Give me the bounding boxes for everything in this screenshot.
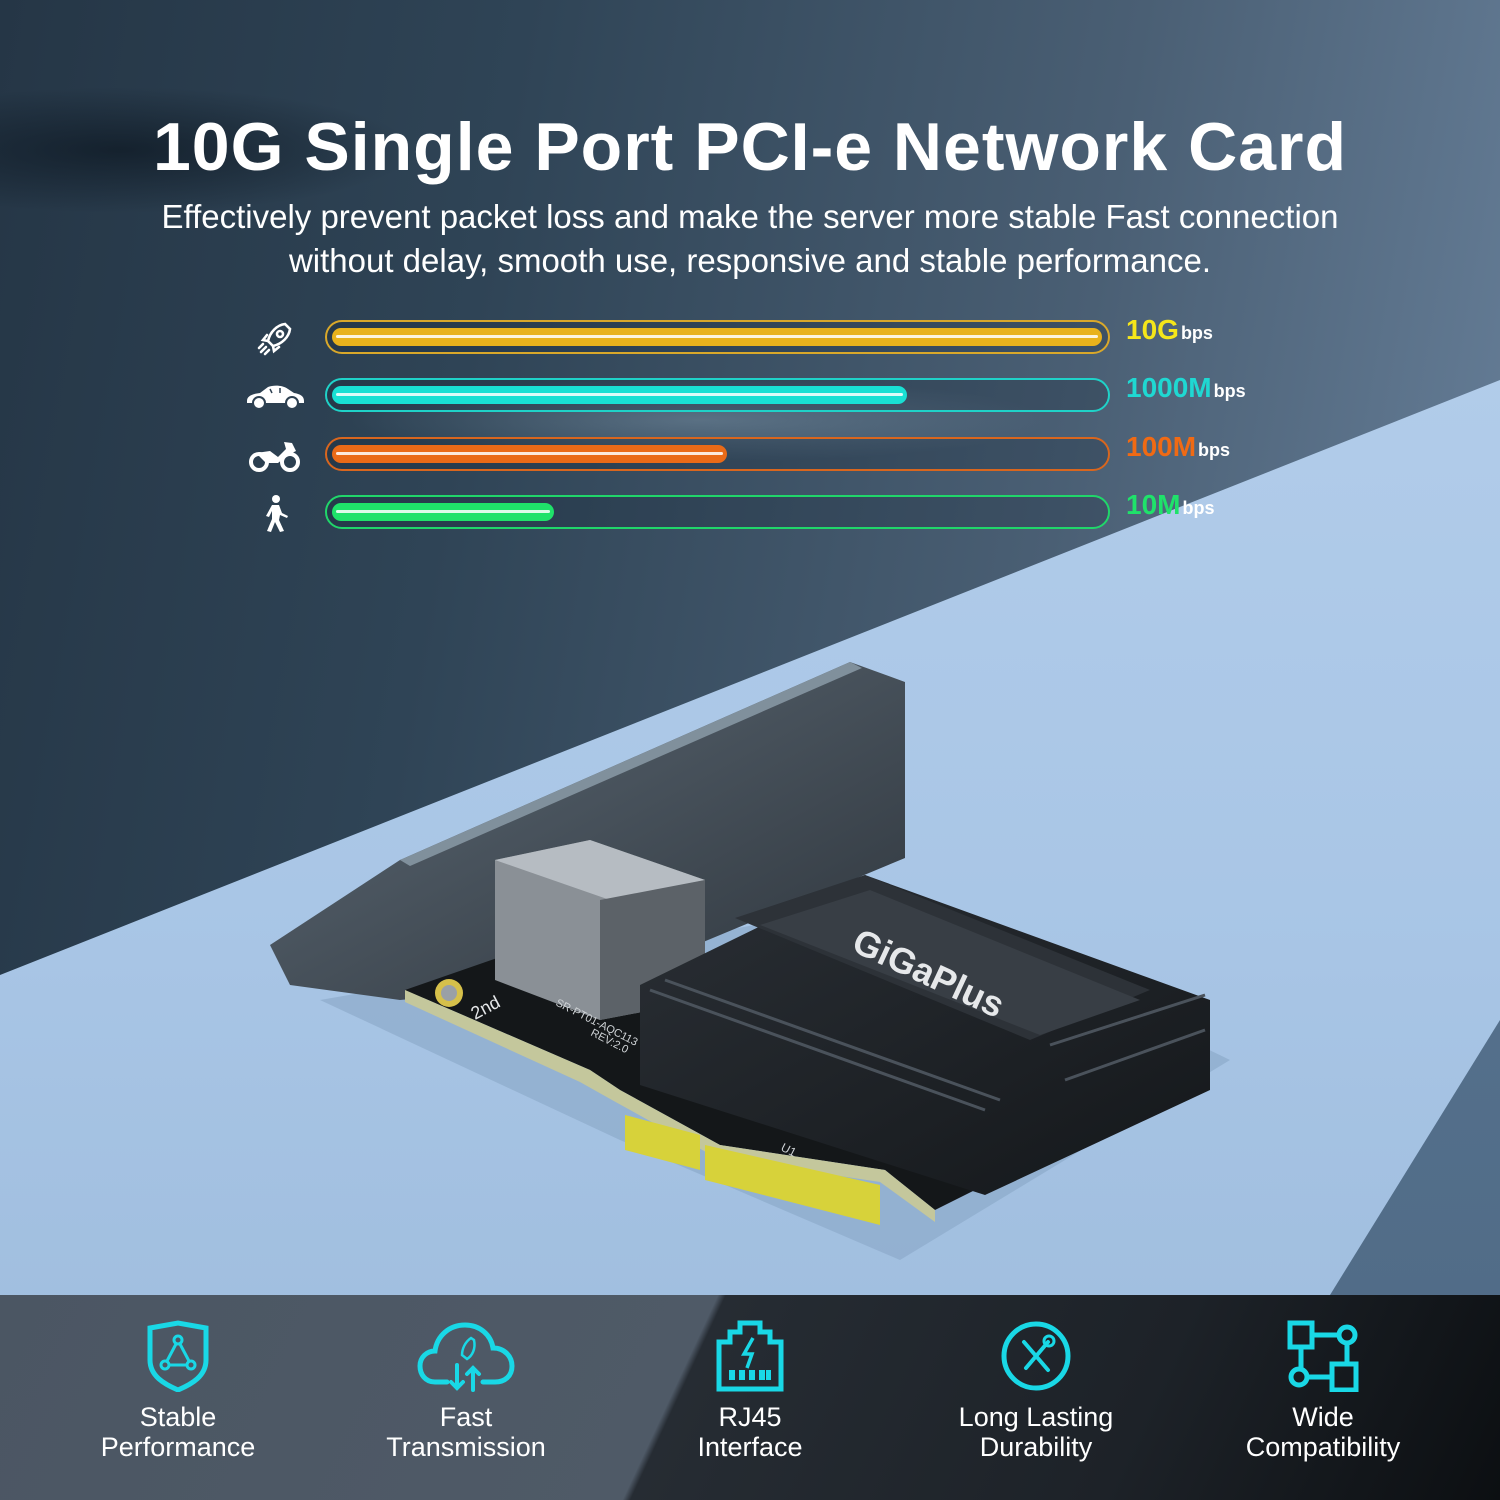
speed-track-10g (325, 320, 1110, 354)
speed-fill-10m (332, 503, 554, 521)
subtitle: Effectively prevent packet loss and make… (60, 195, 1440, 283)
rj45-port-icon (716, 1320, 784, 1392)
speed-track-1000m (325, 378, 1110, 412)
speed-track-10m (325, 495, 1110, 529)
walking-person-icon (240, 495, 310, 533)
network-nodes-icon (1287, 1320, 1359, 1392)
shield-network-icon (147, 1320, 209, 1392)
speed-fill-10g (332, 328, 1102, 346)
subtitle-line-2: without delay, smooth use, responsive an… (288, 242, 1212, 279)
subtitle-line-1: Effectively prevent packet loss and make… (161, 198, 1339, 235)
car-icon (240, 378, 310, 416)
rocket-icon (240, 320, 310, 358)
speed-fill-100m (332, 445, 727, 463)
speed-track-100m (325, 437, 1110, 471)
page-title: 10G Single Port PCI-e Network Card (152, 109, 1348, 185)
tools-icon (1001, 1321, 1071, 1391)
motorcycle-icon (240, 437, 310, 475)
speed-fill-1000m (332, 386, 907, 404)
cloud-rocket-icon (417, 1322, 515, 1392)
